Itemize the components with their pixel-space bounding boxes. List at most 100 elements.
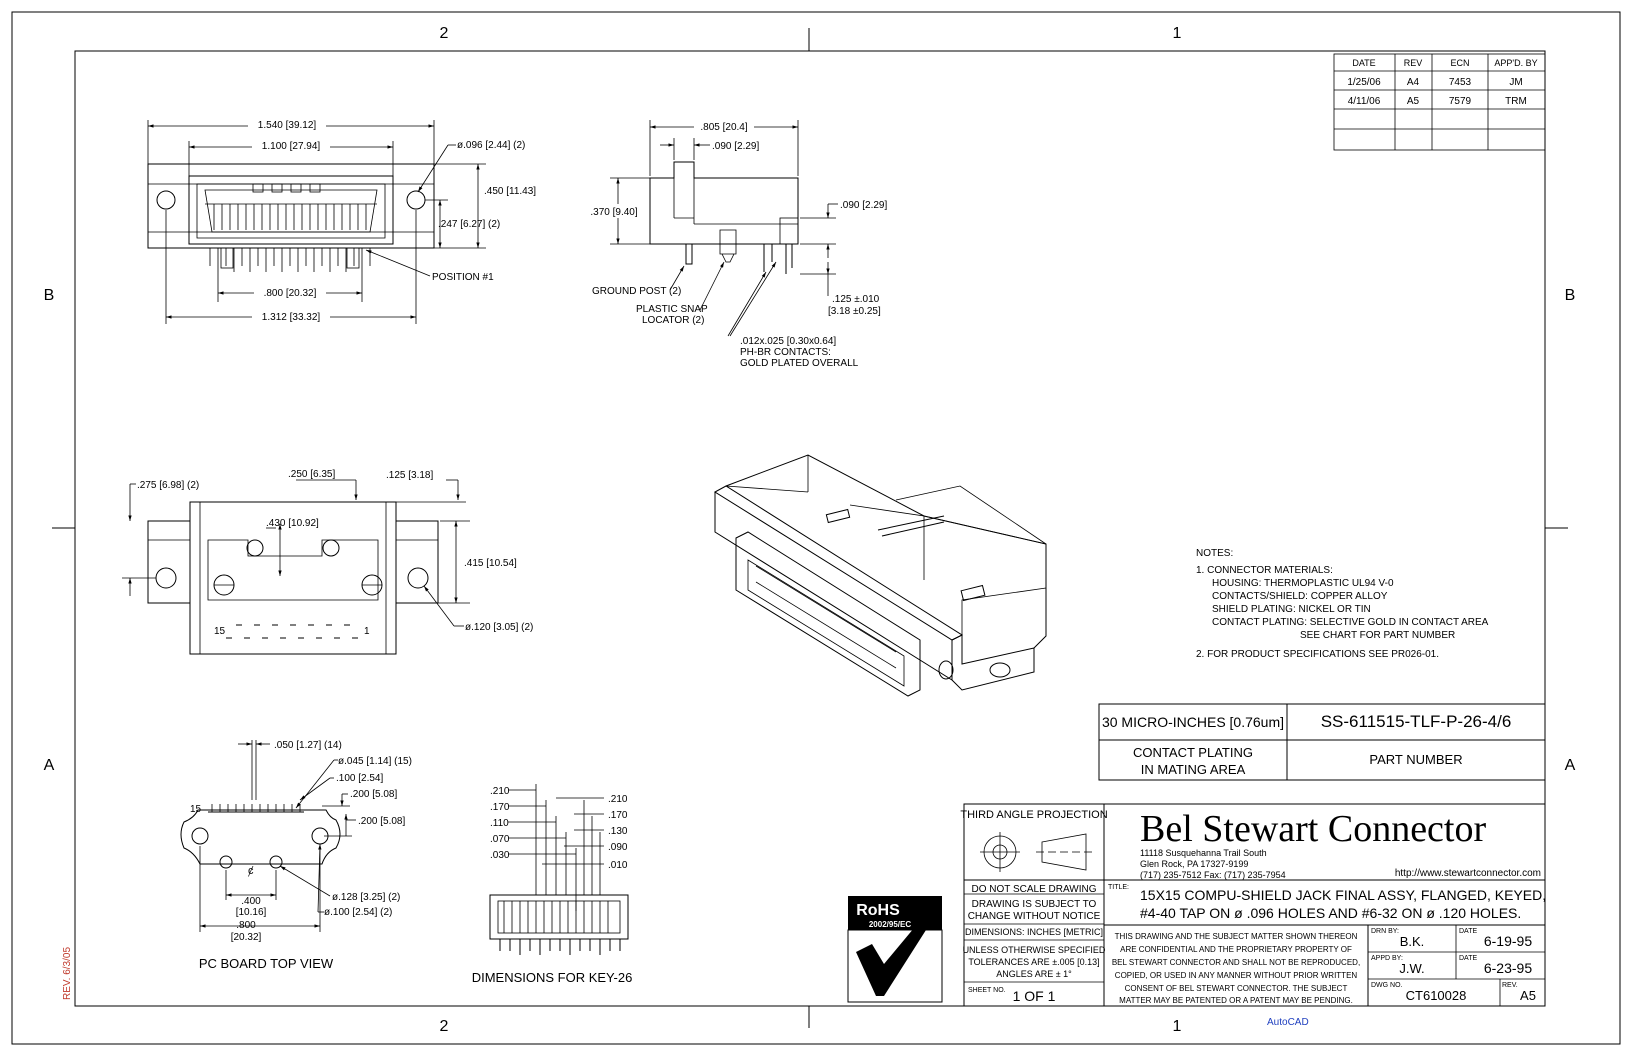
confidential-3: BEL STEWART CONNECTOR AND SHALL NOT BE R… <box>1112 958 1360 967</box>
dim-125-metric: [3.18 ±0.25] <box>828 306 881 317</box>
confidential-2: ARE CONFIDENTIAL AND THE PROPRIETARY PRO… <box>1120 945 1352 954</box>
rev-row-1-date: 1/25/06 <box>1347 77 1381 88</box>
locator-label: LOCATOR (2) <box>642 315 704 326</box>
zone-row-a-right: A <box>1565 757 1576 774</box>
zone-col-2-bottom: 2 <box>440 1018 449 1035</box>
rev-label: REV. <box>1502 982 1518 989</box>
zone-row-b-right: B <box>1565 287 1576 304</box>
appd-date-label: DATE <box>1459 955 1477 962</box>
confidential-5: CONSENT OF BEL STEWART CONNECTOR. THE SU… <box>1125 984 1348 993</box>
key-left-210: .210 <box>490 786 510 797</box>
dim-200-right: .200 [5.08] <box>358 816 405 827</box>
notes-heading: NOTES: <box>1196 548 1233 559</box>
confidential-1: THIS DRAWING AND THE SUBJECT MATTER SHOW… <box>1115 932 1358 941</box>
dim-400-metric: [10.16] <box>236 907 267 918</box>
title-block: THIRD ANGLE PROJECTION DO NOT SCALE DRAW… <box>960 803 1546 1007</box>
tolerance-1: UNLESS OTHERWISE SPECIFIED <box>963 945 1106 955</box>
dim-1312: 1.312 [33.32] <box>262 312 321 323</box>
key-right-130: .130 <box>608 826 628 837</box>
pcb-view: 15 ȼ .050 [1.27] (14) ø.045 [1.14] (15) … <box>180 740 412 971</box>
key-right-210: .210 <box>608 794 628 805</box>
company-name: Bel Stewart Connector <box>1140 808 1486 850</box>
dim-430: .430 [10.92] <box>266 518 319 529</box>
revision-table: DATE REV ECN APP'D. BY 1/25/06 A4 7453 J… <box>1333 53 1546 151</box>
dim-hole-096: ø.096 [2.44] (2) <box>457 140 525 151</box>
contacts-plating-label: GOLD PLATED OVERALL <box>740 358 859 369</box>
zone-col-2-top: 2 <box>440 25 449 42</box>
ground-post-label: GROUND POST (2) <box>592 286 681 297</box>
drn-by: B.K. <box>1400 934 1425 949</box>
dim-400: .400 <box>241 896 261 907</box>
checkmark-icon <box>856 904 940 996</box>
dimensions-label: DIMENSIONS: INCHES [METRIC] <box>965 927 1103 937</box>
note-1-contact-plating: CONTACT PLATING: SELECTIVE GOLD IN CONTA… <box>1212 617 1489 628</box>
rev-row-1-ecn: 7453 <box>1449 77 1472 88</box>
dim-247: .247 [6.27] (2) <box>438 219 500 230</box>
dim-800: .800 [20.32] <box>264 288 317 299</box>
rohs-directive: 2002/95/EC <box>869 920 911 929</box>
zone-col-1-top: 1 <box>1173 25 1182 42</box>
dim-370: .370 [9.40] <box>590 207 637 218</box>
drn-by-label: DRN BY: <box>1371 928 1399 935</box>
rev-header-rev: REV <box>1404 58 1423 68</box>
side-view: .805 [20.4] .090 [2.29] .370 [9.40] .090… <box>586 119 887 369</box>
rev-header-appd: APP'D. BY <box>1494 58 1537 68</box>
note-1-shield-plating: SHIELD PLATING: NICKEL OR TIN <box>1212 604 1371 615</box>
title-line-2: #4-40 TAP ON ø .096 HOLES AND #6-32 ON ø… <box>1140 905 1521 921</box>
plastic-snap-label: PLASTIC SNAP <box>636 304 708 315</box>
contacts-material-label: PH-BR CONTACTS: <box>740 347 831 358</box>
key-leader-lines <box>535 784 601 911</box>
projection-label: THIRD ANGLE PROJECTION <box>960 809 1107 821</box>
rohs-title: RoHS <box>856 902 900 919</box>
autocad-label: AutoCAD <box>1267 1017 1309 1028</box>
do-not-scale-label: DO NOT SCALE DRAWING <box>971 884 1096 895</box>
rev-row-1-appd: JM <box>1509 77 1522 88</box>
key-right-090: .090 <box>608 842 628 853</box>
dim-090-right: .090 [2.29] <box>840 200 887 211</box>
key-right-010: .010 <box>608 860 628 871</box>
front-view: 1.540 [39.12] 1.100 [27.94] ø.096 [2.44]… <box>147 117 536 324</box>
dim-200-top: .200 [5.08] <box>350 789 397 800</box>
dim-045: ø.045 [1.14] (15) <box>338 756 412 767</box>
part-number-label: PART NUMBER <box>1369 752 1462 767</box>
rev-header-ecn: ECN <box>1450 58 1469 68</box>
dim-120: ø.120 [3.05] (2) <box>465 622 533 633</box>
sheet-border: 2 1 2 1 B B A A <box>11 11 1621 1045</box>
third-angle-projection-icon <box>980 832 1092 872</box>
sheet-no-label: SHEET NO. <box>968 987 1006 994</box>
dim-275: .275 [6.98] (2) <box>137 480 199 491</box>
dim-125-top: .125 [3.18] <box>386 470 433 481</box>
key-view: .210 .170 .110 .070 .030 .210 .170 .130 … <box>472 784 632 985</box>
company-url: http://www.stewartconnector.com <box>1395 868 1541 879</box>
plating-label-1: CONTACT PLATING <box>1133 745 1253 760</box>
rev-row-2-ecn: 7579 <box>1449 96 1472 107</box>
dim-805: .805 [20.4] <box>700 122 747 133</box>
top-pin-1: 1 <box>364 626 370 637</box>
rev-row-2-appd: TRM <box>1505 96 1527 107</box>
title-line-1: 15X15 COMPU-SHIELD JACK FINAL ASSY, FLAN… <box>1140 887 1546 903</box>
key-left-170: .170 <box>490 802 510 813</box>
rev-row-1-rev: A4 <box>1407 77 1420 88</box>
dim-050: .050 [1.27] (14) <box>274 740 342 751</box>
plating-label-2: IN MATING AREA <box>1141 762 1246 777</box>
note-1-see-chart: SEE CHART FOR PART NUMBER <box>1300 630 1455 641</box>
dwg-no: CT610028 <box>1406 988 1467 1003</box>
pcb-centerline: ȼ <box>248 865 254 877</box>
tolerance-2: TOLERANCES ARE ±.005 [0.13] <box>968 957 1099 967</box>
note-1-contacts: CONTACTS/SHIELD: COPPER ALLOY <box>1212 591 1388 602</box>
note-1: 1. CONNECTOR MATERIALS: <box>1196 565 1333 576</box>
dim-128: ø.128 [3.25] (2) <box>332 892 400 903</box>
appd-date: 6-23-95 <box>1484 960 1532 976</box>
dim-1540: 1.540 [39.12] <box>258 120 317 131</box>
key-left-070: .070 <box>490 834 510 845</box>
tolerance-3: ANGLES ARE ± 1° <box>996 969 1072 979</box>
top-pin-row <box>226 624 358 639</box>
note-1-housing: HOUSING: THERMOPLASTIC UL94 V-0 <box>1212 578 1394 589</box>
dim-100-holes: ø.100 [2.54] (2) <box>324 907 392 918</box>
address-line-1: 11118 Susquehanna Trail South <box>1140 848 1267 858</box>
zone-row-a-left: A <box>44 757 55 774</box>
drn-date: 6-19-95 <box>1484 933 1532 949</box>
notes: NOTES: 1. CONNECTOR MATERIALS: HOUSING: … <box>1196 548 1489 660</box>
note-2: 2. FOR PRODUCT SPECIFICATIONS SEE PR026-… <box>1196 649 1439 660</box>
